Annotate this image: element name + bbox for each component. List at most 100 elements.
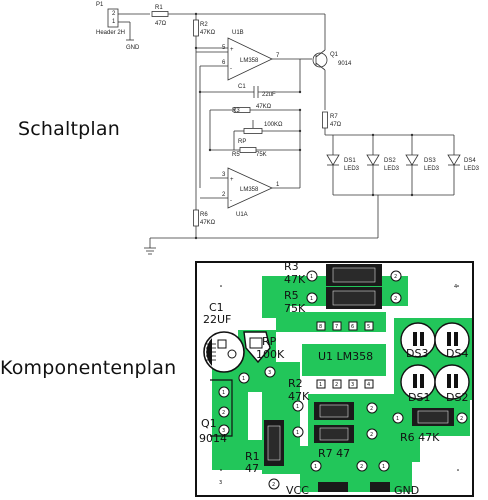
pad-label: 1	[314, 464, 317, 470]
pcb-ds3-label: DS3	[406, 347, 428, 360]
pad-label: 3	[219, 480, 222, 486]
pad-label: 2	[222, 410, 225, 416]
r6-ref: R6	[200, 212, 208, 218]
pad-r3-1	[306, 270, 318, 282]
pad-label: 1	[296, 430, 299, 436]
pcb-r1-value: 47	[245, 462, 259, 475]
u1b-pin7: 7	[276, 53, 280, 59]
q1-transistor-symbol	[312, 52, 328, 68]
vcc-pad	[318, 482, 348, 492]
pcb-vcc-label: VCC	[286, 484, 309, 497]
p1-pin1-label: 1	[112, 19, 116, 25]
pcb-rp-ref: RP	[262, 335, 277, 348]
pad-label: 2	[394, 296, 397, 302]
pcb-c1-value: 22UF	[203, 313, 231, 326]
u1-pin	[332, 321, 342, 331]
u1-pin	[332, 379, 342, 389]
pad-label: 7	[335, 324, 338, 330]
u1-pin	[348, 379, 358, 389]
pad-label: 4	[367, 382, 370, 388]
component-plan-heading: Komponentenplan	[0, 357, 177, 379]
u1b-plus: +	[230, 47, 234, 53]
ds1-value: LED3	[344, 166, 360, 172]
u1b-opamp-symbol	[227, 37, 273, 81]
ds2-value: LED3	[384, 166, 400, 172]
u1b-pin6: 6	[222, 60, 226, 66]
q1-transistor	[210, 379, 233, 437]
r2-value: 47KΩ	[200, 30, 216, 36]
r7-value: 47Ω	[330, 122, 342, 128]
pcb-ds4-label: DS4	[446, 347, 468, 360]
gnd-label: GND	[126, 45, 140, 51]
pcb-r6-label: R6 47K	[400, 431, 440, 444]
pad-label: 1	[396, 416, 399, 422]
r2-ref: R2	[200, 22, 208, 28]
pad-label: 3	[222, 428, 225, 434]
pad-label: 1	[310, 296, 313, 302]
ds4-ref: DS4	[464, 158, 476, 164]
u1a-opamp-symbol	[227, 167, 273, 209]
pad-r3-2	[390, 270, 402, 282]
pcb-r1-ref: R1	[245, 450, 260, 463]
gnd-pad	[370, 482, 390, 492]
r1-value: 47Ω	[155, 21, 167, 27]
pcb-c1-ref: C1	[209, 301, 224, 314]
pad-label: 1	[296, 404, 299, 410]
ds2-ref: DS2	[384, 158, 396, 164]
u1a-name: LM358	[240, 187, 259, 193]
pad-label: 3	[351, 382, 354, 388]
q1-ref: Q1	[330, 52, 339, 58]
pcb-r2-value: 47K	[288, 390, 310, 403]
r3-ref: R3	[232, 108, 240, 114]
u1-pin	[316, 379, 326, 389]
r1-ref: R1	[155, 5, 163, 11]
r5-value: 75K	[256, 152, 267, 158]
u1a-pin3: 3	[222, 172, 226, 178]
pad-r5-2	[390, 292, 402, 304]
ds3-value: LED3	[424, 166, 440, 172]
u1a-ref: U1A	[236, 212, 248, 218]
pcb-r7-label: R7 47	[318, 447, 350, 460]
pad-label: 2	[394, 274, 397, 280]
r5-ref: R5	[232, 152, 240, 158]
rp-value: 100KΩ	[264, 122, 283, 128]
r6-value: 47KΩ	[200, 220, 216, 226]
r7-ref: R7	[330, 114, 338, 120]
pcb-q1-value: 9014	[199, 432, 227, 445]
pcb-r2-ref: R2	[288, 377, 303, 390]
ds4-value: LED3	[464, 166, 480, 172]
pcb-ds1-label: DS1	[408, 391, 430, 404]
q1-name: 9014	[338, 61, 352, 67]
c1-ref: C1	[238, 84, 246, 90]
pad-label: 2	[272, 482, 275, 488]
pad-label: 4	[454, 284, 457, 290]
pcb-gnd-label: GND	[394, 484, 419, 497]
pad-label: 3	[268, 370, 271, 376]
pad-label: 2	[370, 406, 373, 412]
pad-label: 1	[242, 376, 245, 382]
c1-value: 22uF	[262, 92, 276, 98]
u1a-plus: +	[230, 177, 234, 183]
r3-value: 47KΩ	[256, 104, 272, 110]
u1-pin	[364, 379, 374, 389]
rp-ref: RP	[238, 139, 246, 145]
pad-label: 1	[382, 464, 385, 470]
pad-label: 8	[319, 324, 322, 330]
pcb-q1-ref: Q1	[201, 417, 217, 430]
led-cluster	[400, 322, 470, 400]
pad-label: 1	[319, 382, 322, 388]
circuit-schematic: P1 2 1 Header 2H GND R1 47Ω R2 47KΩ U1B …	[96, 2, 480, 255]
u1b-ref: U1B	[232, 30, 244, 36]
u1a-pin2: 2	[222, 192, 226, 198]
pad-label: 2	[335, 382, 338, 388]
pcb-r5-value: 75K	[284, 302, 306, 315]
u1-pin	[364, 321, 374, 331]
pcb-u1-label: U1 LM358	[318, 350, 373, 363]
c1-capacitor	[203, 331, 245, 373]
p1-name: Header 2H	[96, 30, 125, 36]
ds1-ref: DS1	[344, 158, 356, 164]
p1-ref: P1	[96, 2, 104, 8]
led-row	[326, 135, 461, 196]
pcb-r5-ref: R5	[284, 289, 299, 302]
